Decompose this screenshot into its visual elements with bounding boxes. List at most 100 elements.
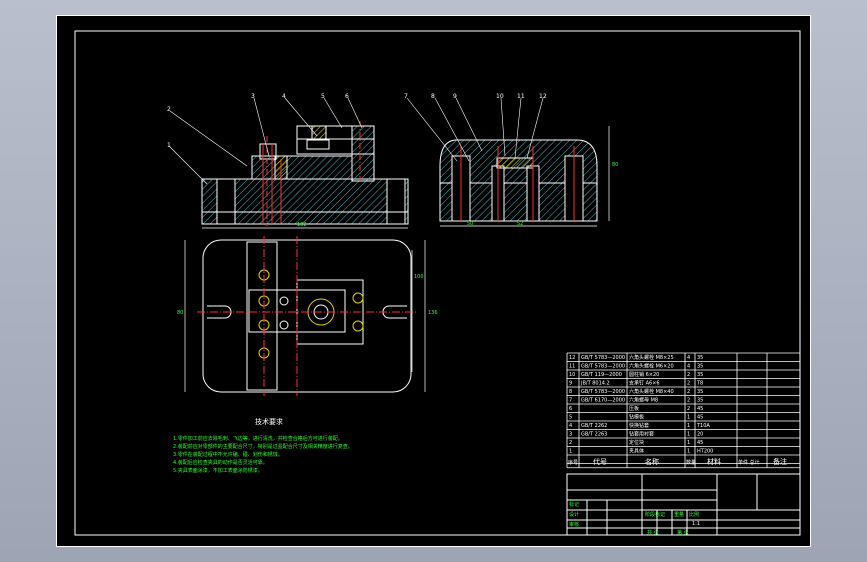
tb-label-total-sheets: 共 张 <box>647 529 659 536</box>
bom-row-material: 35 <box>697 364 703 370</box>
bom-row-code: JB/T 8014.2 <box>580 381 610 387</box>
bom-row-name: 圆柱销 6×20 <box>629 371 659 378</box>
bom-row-code: GB/T 5783—2000 <box>581 355 625 361</box>
bom-row-material: T8 <box>696 381 703 387</box>
plan-width-dim: 136 <box>428 310 438 316</box>
bom-row-name: 支承钉 A6×6 <box>629 380 660 387</box>
balloon-1: 1 <box>167 142 171 149</box>
bom-header-weight: 单件 总计 <box>738 459 760 466</box>
balloon-6: 6 <box>345 93 349 100</box>
bom-row-code: GB/T 5783—2000 <box>581 364 625 370</box>
note-line-4: 4.装配后应检查夹具的动作是否灵活可靠。 <box>173 459 268 466</box>
drawing-svg: 102 1 2 3 4 5 6 50 52 80 <box>74 30 801 536</box>
bom-row-no: 4 <box>569 423 572 429</box>
bom-row-name: 六角头螺栓 M8×25 <box>629 354 674 361</box>
balloon-12: 12 <box>539 93 547 100</box>
bom-row-name: 六角头螺栓 M8×40 <box>629 388 674 395</box>
technical-notes: 技术要求 1.零件加工前应去除毛刺、飞边等，进行清洗，并检查合格后方可进行装配。… <box>173 417 353 474</box>
side-view: 50 52 80 7 8 9 10 11 12 <box>404 93 618 227</box>
tb-scale-value: 1:1 <box>692 521 700 527</box>
bom-row-name: 压板 <box>629 405 639 412</box>
bom-row-material: 45 <box>697 415 703 421</box>
drawing-canvas[interactable]: 102 1 2 3 4 5 6 50 52 80 <box>56 15 811 547</box>
bom-row-qty: 2 <box>687 398 690 404</box>
balloon-7: 7 <box>404 93 408 100</box>
front-view: 102 1 2 3 4 5 6 <box>167 93 409 229</box>
bom-row-code: GB/T 5783—2000 <box>581 389 625 395</box>
balloon-10: 10 <box>496 93 504 100</box>
bom-row-code: GB/T 119—2000 <box>581 372 622 378</box>
bom-row-code: GB/T 6170—2000 <box>581 398 625 404</box>
bom-row-qty: 1 <box>687 415 690 421</box>
bom-row-name: 定位块 <box>629 439 644 446</box>
bom-row-qty: 2 <box>687 389 690 395</box>
bom-header-remark: 备注 <box>773 457 787 466</box>
side-box-dim: 52 <box>517 221 523 227</box>
bom-row-code: GB/T 2263 <box>581 432 607 438</box>
balloon-9: 9 <box>453 93 457 100</box>
bom-row-material: HT200 <box>697 449 713 455</box>
balloon-11: 11 <box>517 93 525 100</box>
bom-row-material: 35 <box>697 355 703 361</box>
bom-row-code: GB/T 2262 <box>581 423 607 429</box>
bom-row-qty: 2 <box>687 381 690 387</box>
tb-label-stage: 阶段标记 <box>645 511 665 518</box>
balloon-3: 3 <box>251 93 255 100</box>
bom-row-no: 5 <box>569 415 572 421</box>
bom-row-material: T10A <box>696 423 710 429</box>
bom-row-qty: 1 <box>687 432 690 438</box>
bom-row-qty: 1 <box>687 423 690 429</box>
side-width-dim: 50 <box>467 221 473 227</box>
front-base <box>201 178 409 225</box>
bom-row-no: 9 <box>569 381 572 387</box>
balloon-4: 4 <box>282 93 286 100</box>
plan-height-dim: 80 <box>177 310 183 316</box>
bom-row-no: 1 <box>569 449 572 455</box>
note-line-2: 2.装配前应对零部件的主要配合尺寸，特别是过盈配合尺寸及相关精度进行复查。 <box>173 443 353 450</box>
drawing-frame <box>74 30 801 536</box>
bom-row-no: 7 <box>569 398 572 404</box>
plan-view: 80 136 100 <box>177 236 438 396</box>
bom-row-qty: 2 <box>687 406 690 412</box>
bom-row-no: 10 <box>569 372 575 378</box>
tb-label-weight: 重量 <box>674 511 684 518</box>
bom-row-material: 35 <box>697 398 703 404</box>
bom-row-no: 2 <box>569 440 572 446</box>
note-line-1: 1.零件加工前应去除毛刺、飞边等，进行清洗，并检查合格后方可进行装配。 <box>173 435 343 442</box>
title-block: 标记 设计 审核 阶段标记 重量 比例 1:1 共 张 第 张 <box>566 473 801 536</box>
bom-header-name: 名称 <box>645 457 659 466</box>
bom-row-name: 六角螺母 M8 <box>629 397 658 404</box>
balloon-5: 5 <box>321 93 325 100</box>
tb-label-scale: 比例 <box>689 511 699 518</box>
bom-row-material: 45 <box>697 406 703 412</box>
bom-row-material: 45 <box>697 440 703 446</box>
tb-label-audit: 审核 <box>569 521 579 528</box>
bom-row-name: 六角头螺栓 M6×20 <box>629 363 674 370</box>
bom-header-no: 序号 <box>568 459 578 466</box>
bom-row-name: 钻模板 <box>629 414 644 421</box>
bom-row-qty: 4 <box>687 355 690 361</box>
balloon-8: 8 <box>431 93 435 100</box>
bom-row-no: 6 <box>569 406 572 412</box>
bom-row-qty: 1 <box>687 449 690 455</box>
tb-label-mark: 标记 <box>569 501 579 508</box>
note-line-3: 3.零件在装配过程中不允许磕、碰、划伤和锈蚀。 <box>173 451 283 458</box>
bom-row-name: 快换钻套 <box>629 422 649 429</box>
bom-row-qty: 1 <box>687 440 690 446</box>
side-height-dim: 80 <box>612 162 618 168</box>
bom-row-name: 夹具体 <box>629 448 644 455</box>
bom-header-code: 代号 <box>593 457 607 466</box>
plan-left-dim: 100 <box>414 274 424 280</box>
bom-row-no: 12 <box>569 355 575 361</box>
note-line-5: 5.夹具表面涂漆，不加工表面涂防锈漆。 <box>173 467 263 474</box>
bom-row-no: 11 <box>569 364 575 370</box>
bom-row-no: 3 <box>569 432 572 438</box>
front-width-dim: 102 <box>297 222 307 228</box>
bom-row-name: 钻套用衬套 <box>629 431 654 438</box>
bom-header-qty: 数量 <box>686 459 696 466</box>
bom-row-no: 8 <box>569 389 572 395</box>
bom-row-material: 20 <box>697 432 703 438</box>
bom-header-material: 材料 <box>707 457 721 466</box>
bom-row-qty: 4 <box>687 364 690 370</box>
